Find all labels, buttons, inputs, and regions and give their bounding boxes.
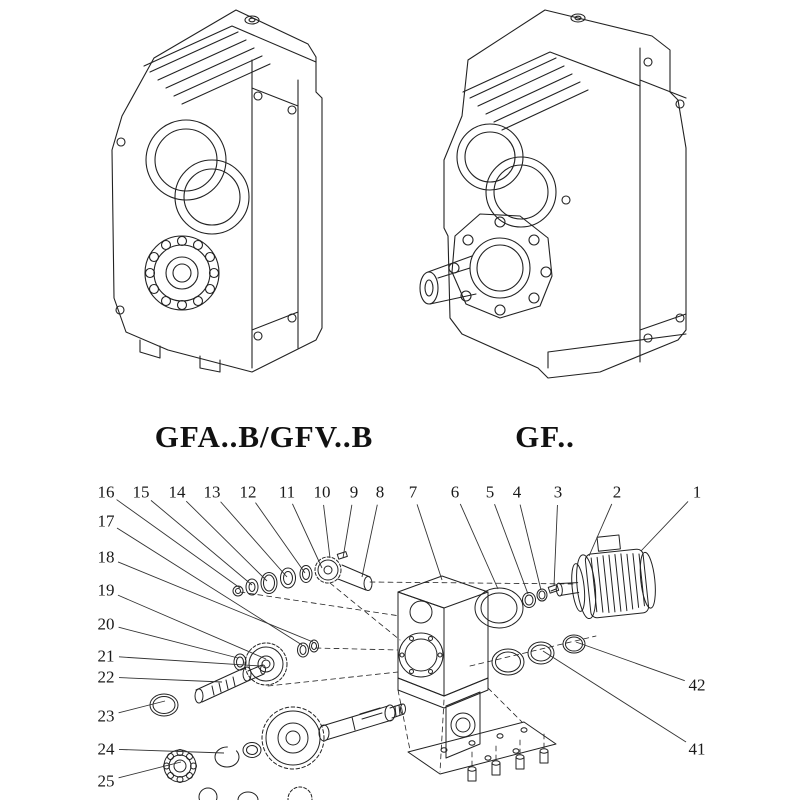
leader-line-25 [118,761,182,779]
lower-bore [485,156,557,228]
leader-line-10 [323,504,331,559]
upper-bore [145,119,227,201]
leader-line-9 [342,504,353,559]
gear-housing [397,575,489,759]
leader-line-23 [118,700,166,714]
leader-line-2 [588,503,613,557]
leader-line-11 [292,503,323,569]
feet [139,339,221,373]
leader-line-5 [494,504,529,595]
leader-lines [116,499,689,779]
leader-line-8 [361,504,378,578]
leader-line-1 [640,501,689,552]
exploded-view-drawing [149,534,656,800]
leader-line-6 [459,503,499,590]
leader-line-24 [118,748,225,754]
leader-line-18 [117,561,314,643]
upper-bore [456,123,524,191]
leader-line-4 [519,504,542,591]
output-shaft [419,255,477,305]
motor [555,534,656,620]
plate-bolts [467,748,549,782]
input-shaft-cluster [232,551,373,597]
bottom-edge-parts [198,786,313,800]
leader-line-21 [118,656,261,667]
cooling-fins [462,51,641,131]
leader-line-19 [117,594,267,660]
gearbox-drawing-left [111,9,323,373]
leader-line-7 [416,504,443,581]
leader-line-20 [118,626,239,659]
leader-line-17 [116,527,303,646]
leader-line-16 [116,499,241,589]
model-label-left: GFA..B/GFV..B [154,419,374,454]
leader-line-3 [553,504,558,587]
leader-line-13 [220,501,288,578]
leader-line-12 [255,502,306,574]
motor-side-small-parts [474,584,560,629]
leader-line-22 [118,677,223,683]
model-label-right: GF.. [515,419,575,454]
output-gear-cluster [163,703,406,783]
output-bearing [144,235,220,311]
leader-line-14 [185,500,268,582]
intermediate-gear-cluster [149,639,319,717]
leader-line-41 [542,650,687,743]
base [547,333,687,369]
cooling-fins [143,25,317,105]
mounting-plate [407,721,557,775]
lower-bore [174,159,250,235]
gearbox-drawing-right [419,9,687,379]
assembly-axes [239,581,597,773]
leader-line-15 [150,500,253,586]
leader-line-42 [575,641,685,682]
output-flange [448,213,553,319]
